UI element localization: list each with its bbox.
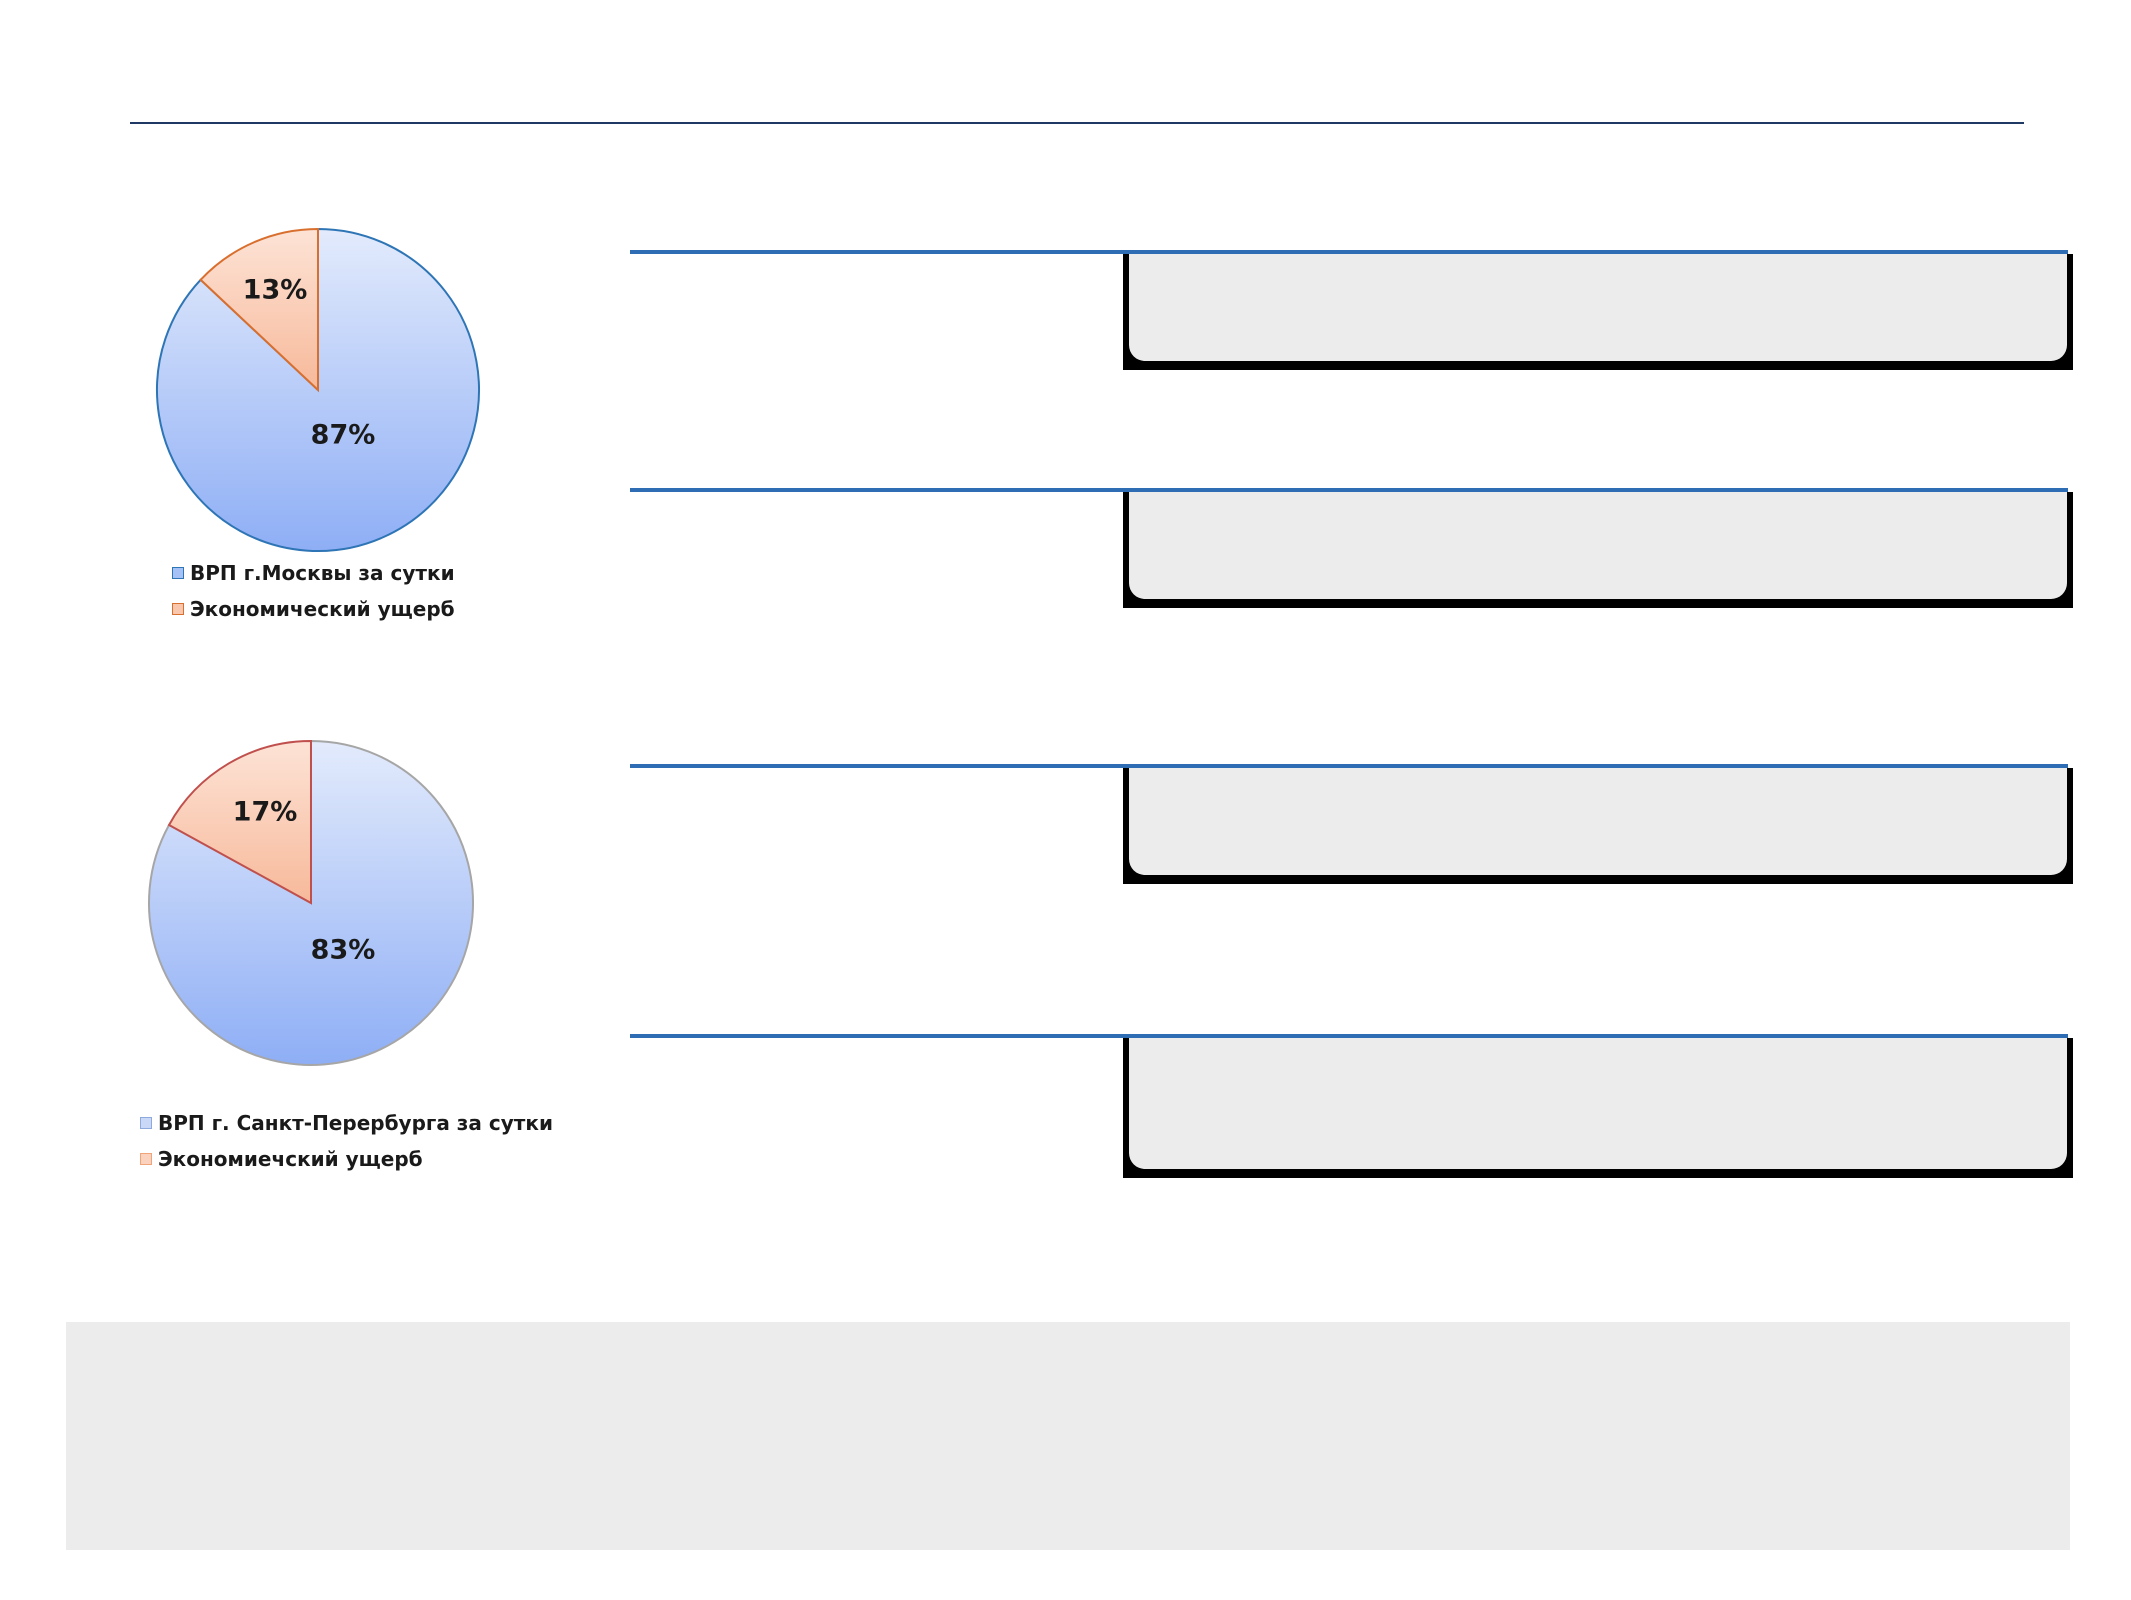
info-panel-2 — [1123, 492, 2073, 608]
slice-label-damage: 17% — [232, 796, 298, 828]
pie-svg-spb — [148, 739, 474, 1066]
legend-label: ВРП г. Санкт-Перербурга за сутки — [158, 1111, 553, 1135]
info-panel-3 — [1123, 768, 2073, 884]
panel-divider-4 — [630, 1034, 2068, 1038]
pie-svg-moscow — [156, 227, 480, 552]
footer-panel — [66, 1322, 2070, 1550]
legend-item: ВРП г. Санкт-Перербурга за сутки — [140, 1105, 553, 1141]
legend-swatch-orange — [140, 1153, 152, 1165]
info-panel-4-body — [1129, 1038, 2067, 1169]
legend-item: Экономиечский ущерб — [140, 1141, 553, 1177]
legend-label: ВРП г.Москвы за сутки — [190, 561, 455, 585]
info-panel-1-body — [1129, 254, 2067, 361]
panel-divider-3 — [630, 764, 2068, 768]
panel-divider-1 — [630, 250, 2068, 254]
legend-swatch-blue — [172, 567, 184, 579]
slice-label-main: 87% — [310, 419, 376, 451]
legend-swatch-orange — [172, 603, 184, 615]
slice-label-damage: 13% — [242, 274, 308, 306]
panel-divider-2 — [630, 488, 2068, 492]
info-panel-2-body — [1129, 492, 2067, 599]
slice-label-main: 83% — [310, 934, 376, 966]
legend-moscow: ВРП г.Москвы за сутки Экономический ущер… — [172, 555, 455, 627]
pie-slice-damage — [199, 227, 319, 393]
info-panel-1 — [1123, 254, 2073, 370]
pie-slice-damage — [167, 739, 312, 905]
legend-label: Экономиечский ущерб — [158, 1147, 423, 1171]
legend-item: Экономический ущерб — [172, 591, 455, 627]
legend-swatch-blue — [140, 1117, 152, 1129]
legend-label: Экономический ущерб — [190, 597, 455, 621]
legend-spb: ВРП г. Санкт-Перербурга за сутки Экономи… — [140, 1105, 553, 1177]
info-panel-3-body — [1129, 768, 2067, 875]
info-panel-4 — [1123, 1038, 2073, 1178]
legend-item: ВРП г.Москвы за сутки — [172, 555, 455, 591]
header-divider — [130, 122, 2024, 124]
